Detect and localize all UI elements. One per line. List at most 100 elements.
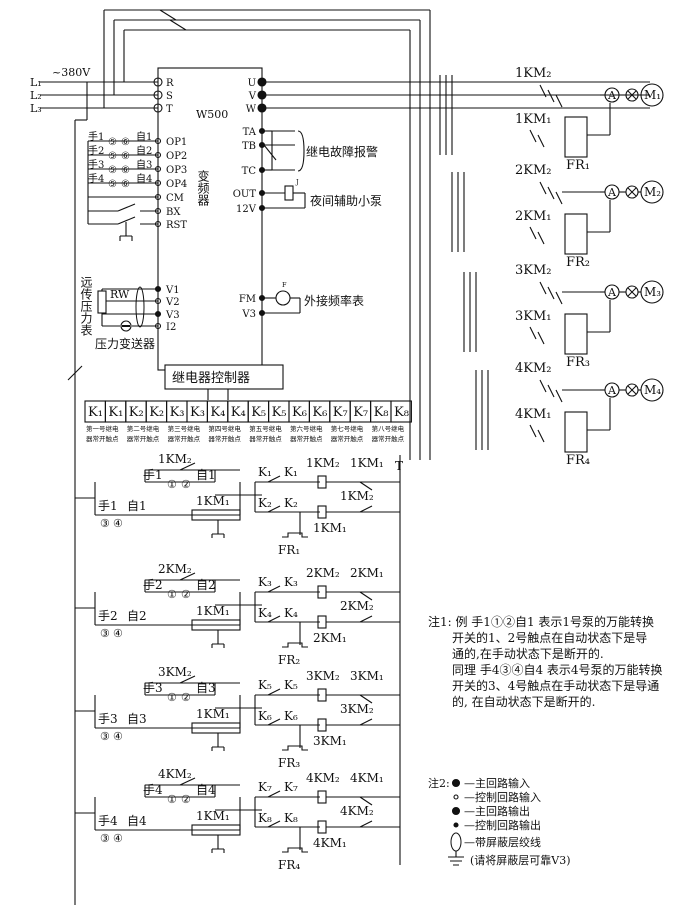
terminal-label-op3: OP3 bbox=[166, 165, 187, 176]
k-contact-label: K₅ bbox=[258, 678, 272, 692]
terminal-label-r: R bbox=[166, 78, 174, 89]
terminal-label-op4: OP4 bbox=[166, 179, 187, 190]
km2-hold-contact bbox=[179, 777, 196, 786]
reset-button-icon bbox=[211, 835, 225, 853]
notes: 注1: 例 手1①②自1 表示1号泵的万能转换开关的1、2号触点在自动状态下是导… bbox=[428, 614, 663, 867]
terminal-label-i2: I2 bbox=[166, 322, 176, 333]
contact-6: ⑥ bbox=[121, 137, 130, 148]
relay-desc-line2: 器常开触点 bbox=[290, 434, 323, 443]
k-contact-label: K₃ bbox=[258, 575, 272, 589]
thermal-relay-fr bbox=[564, 411, 588, 453]
main-output-symbol-icon bbox=[451, 806, 461, 816]
km2-contact bbox=[555, 94, 563, 108]
k-contact-label: K₂ bbox=[258, 496, 272, 510]
auto-label: 自1 bbox=[127, 499, 147, 513]
contact-2: ② bbox=[181, 793, 191, 806]
relay-label: K₂ bbox=[149, 405, 164, 420]
relay-label: K₃ bbox=[190, 405, 205, 420]
note1-line: 注1: 例 手1①②自1 表示1号泵的万能转换 bbox=[428, 614, 654, 629]
contact-3: ③ bbox=[100, 832, 110, 845]
potentiometer-rw bbox=[97, 290, 107, 314]
k-contact-label: K₇ bbox=[284, 780, 298, 794]
k-contact bbox=[267, 475, 281, 483]
analog-input-section: 远传压力表 RW 压力变送器 bbox=[79, 276, 158, 351]
km2-hold-label: 2KM₂ bbox=[158, 562, 192, 576]
relay-desc-line1: 第四号继电 bbox=[208, 424, 241, 433]
relay-desc-line2: 器常开触点 bbox=[168, 434, 201, 443]
coil-km2-label: 2KM₂ bbox=[306, 566, 340, 580]
km2-hold-contact bbox=[179, 675, 196, 684]
fr-label: FR₃ bbox=[566, 355, 590, 370]
legend-item: (请将屏蔽层可靠V3) bbox=[470, 853, 571, 867]
km-interlock bbox=[359, 505, 373, 513]
km-interlock bbox=[359, 615, 373, 623]
legend-item: —控制回路输出 bbox=[464, 818, 541, 832]
km2-contact bbox=[539, 181, 547, 195]
lamp-x bbox=[627, 287, 637, 297]
frequency-meter-icon bbox=[275, 290, 291, 306]
relay-label: K₄ bbox=[231, 405, 246, 420]
terminal-label-out: OUT bbox=[233, 189, 257, 200]
note1-line: 开关的3、4号触点在手动状态下是导通 bbox=[452, 678, 659, 693]
terminal-label-u: U bbox=[248, 78, 256, 89]
contact-1: ① bbox=[167, 588, 177, 601]
km2-hold-contact bbox=[179, 572, 196, 581]
km2-contact bbox=[555, 291, 563, 305]
relay-desc-line2: 器常开触点 bbox=[208, 434, 241, 443]
k-contact bbox=[267, 688, 281, 696]
km1-label: 1KM₁ bbox=[515, 112, 552, 127]
km-interlock bbox=[359, 718, 373, 726]
relay-label: K₁ bbox=[108, 405, 123, 420]
km2-contact bbox=[539, 281, 547, 295]
motor-label: M₁ bbox=[644, 88, 661, 102]
contact-3: ③ bbox=[100, 517, 110, 530]
km-interlock bbox=[359, 694, 373, 704]
terminal-r bbox=[153, 77, 163, 87]
terminal-label-op2: OP2 bbox=[166, 151, 187, 162]
manual-label: 手1 bbox=[98, 499, 118, 513]
thermal-relay-fr bbox=[564, 313, 588, 355]
auto-label: 自2 bbox=[196, 578, 216, 592]
coil-km1-label2: 4KM₁ bbox=[313, 836, 347, 850]
k-contact-label: K₄ bbox=[284, 606, 298, 620]
relay-desc-line1: 第七号继电 bbox=[331, 424, 364, 433]
contact-3: ③ bbox=[100, 730, 110, 743]
km1-interlock-label: 1KM₁ bbox=[196, 604, 230, 618]
k-contact-label: K₇ bbox=[258, 780, 272, 794]
relay-j-label: J bbox=[295, 178, 299, 186]
control-input-symbol-icon bbox=[453, 794, 459, 800]
terminal-label-w: W bbox=[246, 104, 257, 115]
contact-5: ⑤ bbox=[108, 165, 117, 176]
reset-button-icon bbox=[211, 733, 225, 751]
terminal-label-tb: TB bbox=[242, 141, 256, 152]
fr-contact bbox=[282, 847, 308, 853]
ammeter-label: A bbox=[607, 286, 617, 299]
k-contact bbox=[267, 615, 281, 623]
thermal-relay-fr bbox=[564, 116, 588, 158]
km1-label: 2KM₁ bbox=[515, 209, 552, 224]
coil-km2-label2: 4KM₂ bbox=[340, 804, 374, 818]
l1-label: L₁ bbox=[30, 76, 42, 89]
note1-line: 的, 在自动状态下是断开的. bbox=[452, 694, 595, 709]
relay-label: K₂ bbox=[129, 405, 144, 420]
km1-label: 4KM₁ bbox=[515, 407, 552, 422]
inverter-w500: W500 变频器 RSTOP1OP2OP3OP4CMBXRSTV1V2V3I2 … bbox=[153, 67, 267, 371]
km1-contact bbox=[537, 429, 545, 443]
contact-3: ③ bbox=[100, 627, 110, 640]
lamp-x bbox=[627, 90, 637, 100]
terminal-label-s: S bbox=[166, 91, 173, 102]
relay-label: K₆ bbox=[312, 405, 327, 420]
k-contact-label: K₆ bbox=[284, 709, 298, 723]
k-contact-label: K₂ bbox=[284, 496, 298, 510]
relay-controller-label: 继电器控制器 bbox=[172, 371, 250, 386]
terminal-label-t: T bbox=[166, 104, 173, 115]
contact-4: ④ bbox=[113, 730, 123, 743]
relay-label: K₈ bbox=[394, 405, 409, 420]
